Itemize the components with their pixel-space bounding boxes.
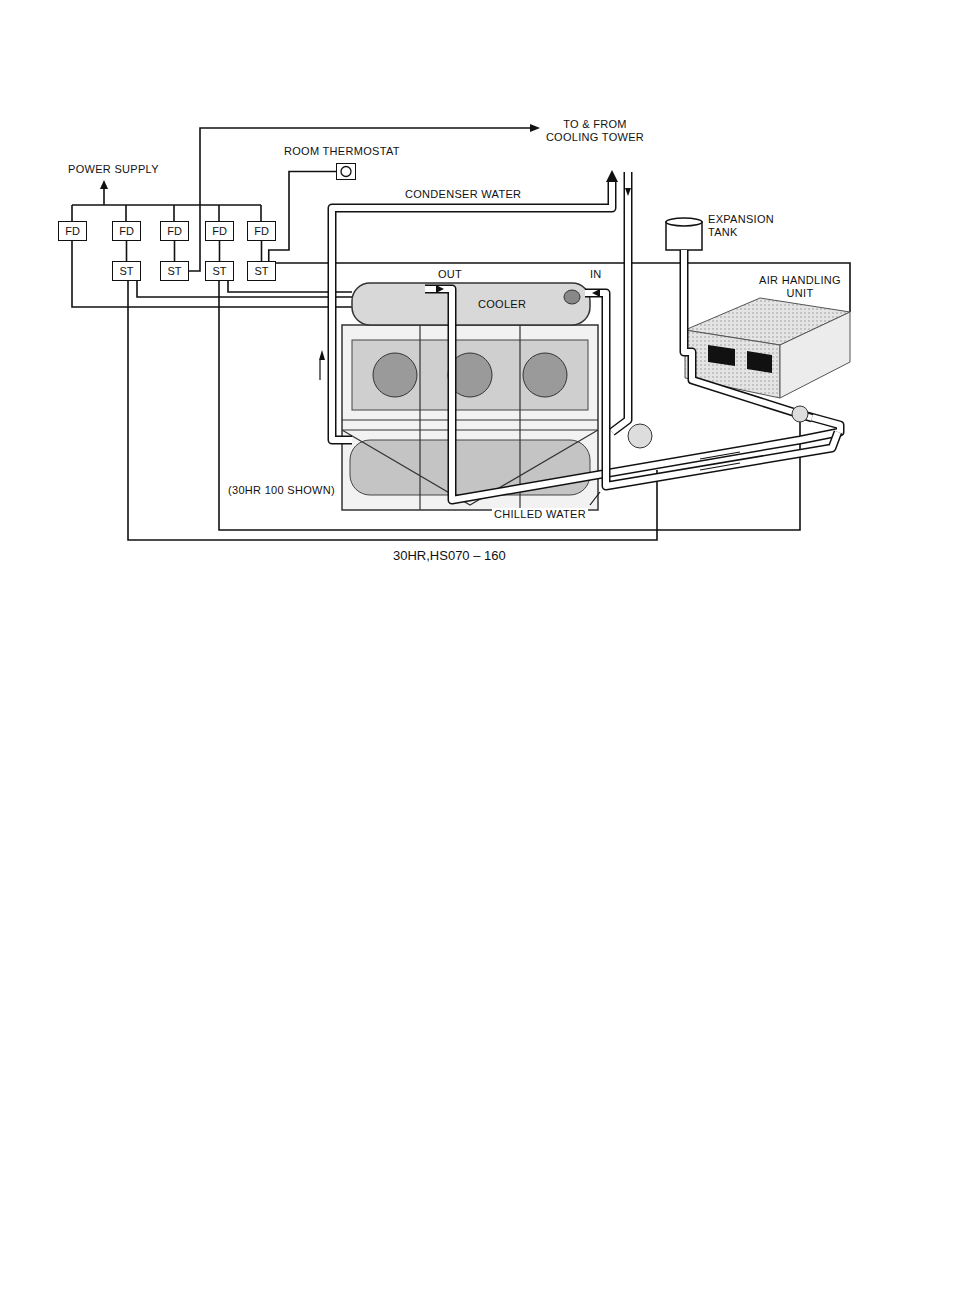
control-box: ST xyxy=(160,261,189,281)
inlet-label: IN xyxy=(590,268,602,281)
thermostat-dial xyxy=(338,165,354,178)
expansion-tank xyxy=(666,218,702,250)
control-wire xyxy=(261,241,263,261)
box-label: FD xyxy=(65,225,80,238)
control-box: FD xyxy=(160,221,189,241)
unit-label: AIR HANDLING UNIT xyxy=(745,274,855,300)
control-box: FD xyxy=(112,221,141,241)
control-box: ST xyxy=(112,261,141,281)
box-label: ST xyxy=(167,265,181,278)
box-label: FD xyxy=(167,225,182,238)
thermostat-symbol: ROOM THERMOSTAT xyxy=(336,163,356,180)
box-label: ST xyxy=(254,265,268,278)
thermostat-label: ROOM THERMOSTAT xyxy=(284,145,400,158)
box-label: ST xyxy=(212,265,226,278)
water-piping xyxy=(319,170,840,505)
control-box: FD xyxy=(58,221,87,241)
box-label: FD xyxy=(212,225,227,238)
control-wire xyxy=(269,172,336,262)
model-note: (30HR 100 SHOWN) xyxy=(228,484,335,497)
control-box: ST xyxy=(205,261,234,281)
control-wire xyxy=(174,241,176,261)
control-box: FD xyxy=(247,221,276,241)
pipe-label: CONDENSER WATER xyxy=(405,188,521,201)
control-box: FD xyxy=(205,221,234,241)
pipe-label: CHILLED WATER xyxy=(492,508,588,521)
figure-caption: 30HR,HS070 – 160 xyxy=(393,548,506,564)
component-label: COOLER xyxy=(478,298,526,311)
control-wiring xyxy=(72,124,850,540)
box-label: FD xyxy=(254,225,269,238)
control-box: ST xyxy=(247,261,276,281)
cooling-tower-label: TO & FROM COOLING TOWER xyxy=(545,118,645,144)
chiller-unit xyxy=(342,283,598,510)
power-supply-label: POWER SUPPLY xyxy=(68,163,159,176)
tank-label: EXPANSION TANK xyxy=(708,213,778,239)
control-wire xyxy=(126,241,128,261)
outlet-label: OUT xyxy=(438,268,462,281)
box-label: FD xyxy=(119,225,134,238)
box-label: ST xyxy=(119,265,133,278)
control-wire xyxy=(219,241,221,261)
